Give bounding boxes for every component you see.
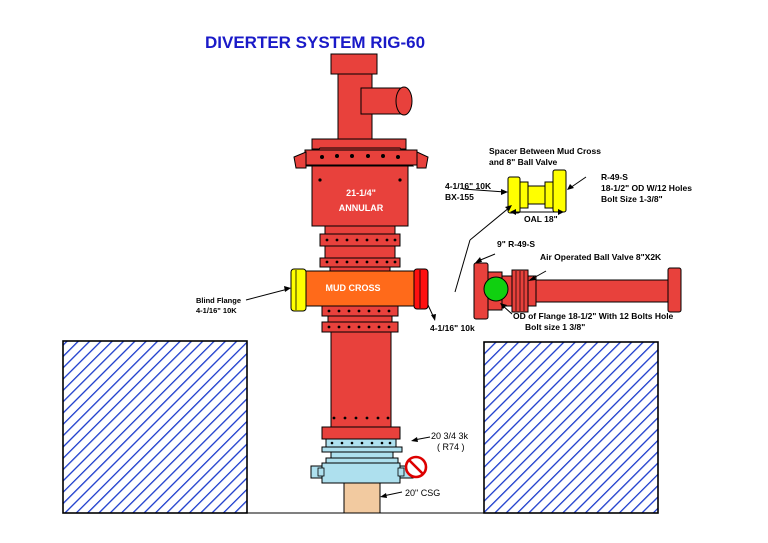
annular-name: ANNULAR: [338, 203, 384, 213]
spacer-spool: [507, 169, 567, 214]
mud-cross-bolts: [325, 260, 397, 329]
r74-label: 20 3/4 3k ( R74 ): [431, 431, 468, 453]
annular-label: 21-1/4" ANNULAR: [330, 187, 392, 214]
csg-label: 20" CSG: [405, 488, 441, 498]
no-entry-icon: [404, 455, 428, 479]
oal-label: OAL 18": [524, 214, 558, 224]
annular-preventer: [293, 138, 429, 247]
blind-flange: [290, 268, 307, 312]
r49s-9in-label: 9" R-49-S: [497, 239, 536, 249]
diagram-title: DIVERTER SYSTEM RIG-60: [205, 33, 426, 52]
ball-valve-actuator: [483, 276, 509, 302]
mud-cross-label: MUD CROSS: [325, 283, 381, 293]
substructure-left: [62, 340, 248, 514]
r49s-top-label: R-49-S 18-1/2" OD W/12 Holes Bolt Size 1…: [601, 172, 692, 205]
wellhead-adapter: [310, 438, 414, 484]
flange-od-line-2: Bolt size 1 3/8": [525, 322, 586, 332]
ball-valve-label: Air Operated Ball Valve 8"X2K: [540, 252, 662, 262]
substructure-right: [483, 341, 659, 514]
r49s-top-od: 18-1/2" OD W/12 Holes: [601, 183, 692, 193]
flange-od-line-1: OD of Flange 18-1/2" With 12 Bolts Hole: [513, 311, 674, 321]
oal-dimension: [510, 209, 564, 215]
r74-ring: ( R74 ): [437, 442, 465, 452]
spacer-line-2: and 8" Ball Valve: [489, 157, 558, 167]
side-outlet-10k-label: 4-1/16" 10k: [430, 323, 475, 333]
adapter-bolts: [330, 441, 392, 445]
annular-size: 21-1/4": [346, 188, 376, 198]
casing: [343, 482, 381, 514]
blind-flange-label: Blind Flange 4-1/16" 10K: [196, 296, 241, 316]
spool-bolts: [332, 416, 390, 420]
blind-flange-name: Blind Flange: [196, 296, 241, 305]
blind-flange-size: 4-1/16" 10K: [196, 306, 237, 315]
spacer-line-1: Spacer Between Mud Cross: [489, 146, 601, 156]
r49s-top-bolt: Bolt Size 1-3/8": [601, 194, 663, 204]
diverter-elbow: [330, 53, 413, 145]
flange-od-label: OD of Flange 18-1/2" With 12 Bolts Hole …: [513, 311, 673, 333]
leader-lines: [245, 176, 587, 498]
bx155-ring: BX-155: [445, 192, 474, 202]
bx155-label: 4-1/16" 10K BX-155: [445, 181, 491, 203]
diverter-spool: [321, 331, 401, 440]
side-outlet-flange: [413, 268, 429, 310]
r49s-top-ring: R-49-S: [601, 172, 628, 182]
r74-size: 20 3/4 3k: [431, 431, 469, 441]
bx155-size: 4-1/16" 10K: [445, 181, 492, 191]
spacer-label: Spacer Between Mud Cross and 8" Ball Val…: [489, 146, 601, 168]
annular-bolts: [318, 154, 402, 242]
